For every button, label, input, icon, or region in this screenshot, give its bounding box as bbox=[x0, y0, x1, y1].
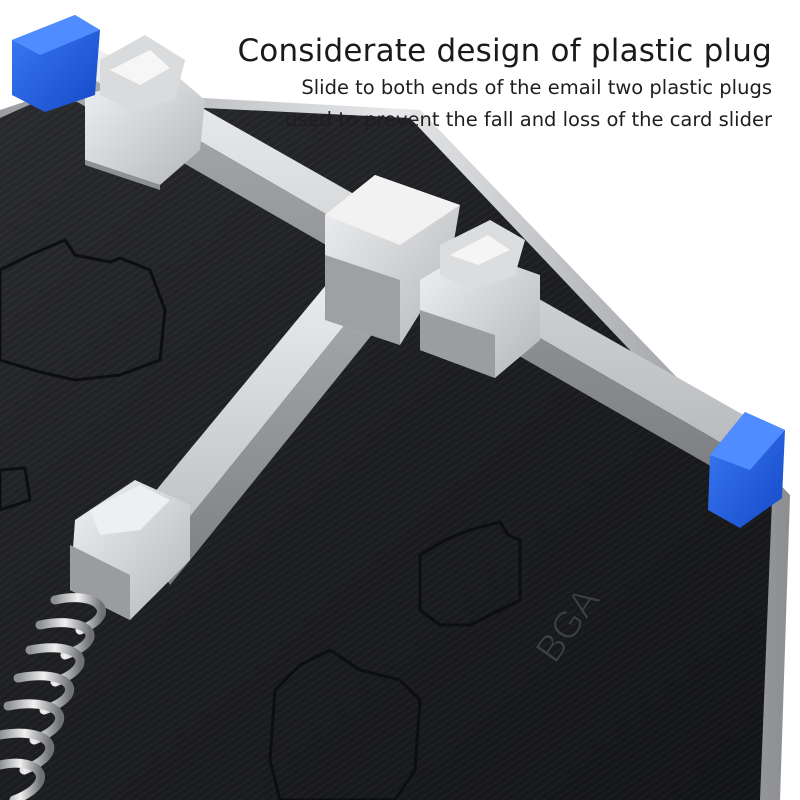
pcb-holder-board bbox=[0, 90, 790, 800]
diagonal-slider-rail bbox=[115, 262, 400, 585]
caption-line-2: used to prevent the fall and loss of the… bbox=[285, 108, 772, 131]
caption-line-1: Slide to both ends of the email two plas… bbox=[301, 76, 772, 99]
blue-plastic-plug-right bbox=[708, 412, 785, 528]
blue-plastic-plug-top bbox=[12, 15, 100, 112]
caption-title: Considerate design of plastic plug bbox=[237, 33, 772, 69]
clamp-block-top-left bbox=[85, 35, 205, 190]
tension-spring bbox=[0, 593, 106, 800]
caption-block: Considerate design of plastic plug Slide… bbox=[212, 30, 772, 136]
clamp-block-right bbox=[420, 220, 540, 378]
clamp-block-lower bbox=[70, 480, 190, 620]
chip-slot-outlines bbox=[0, 238, 522, 800]
